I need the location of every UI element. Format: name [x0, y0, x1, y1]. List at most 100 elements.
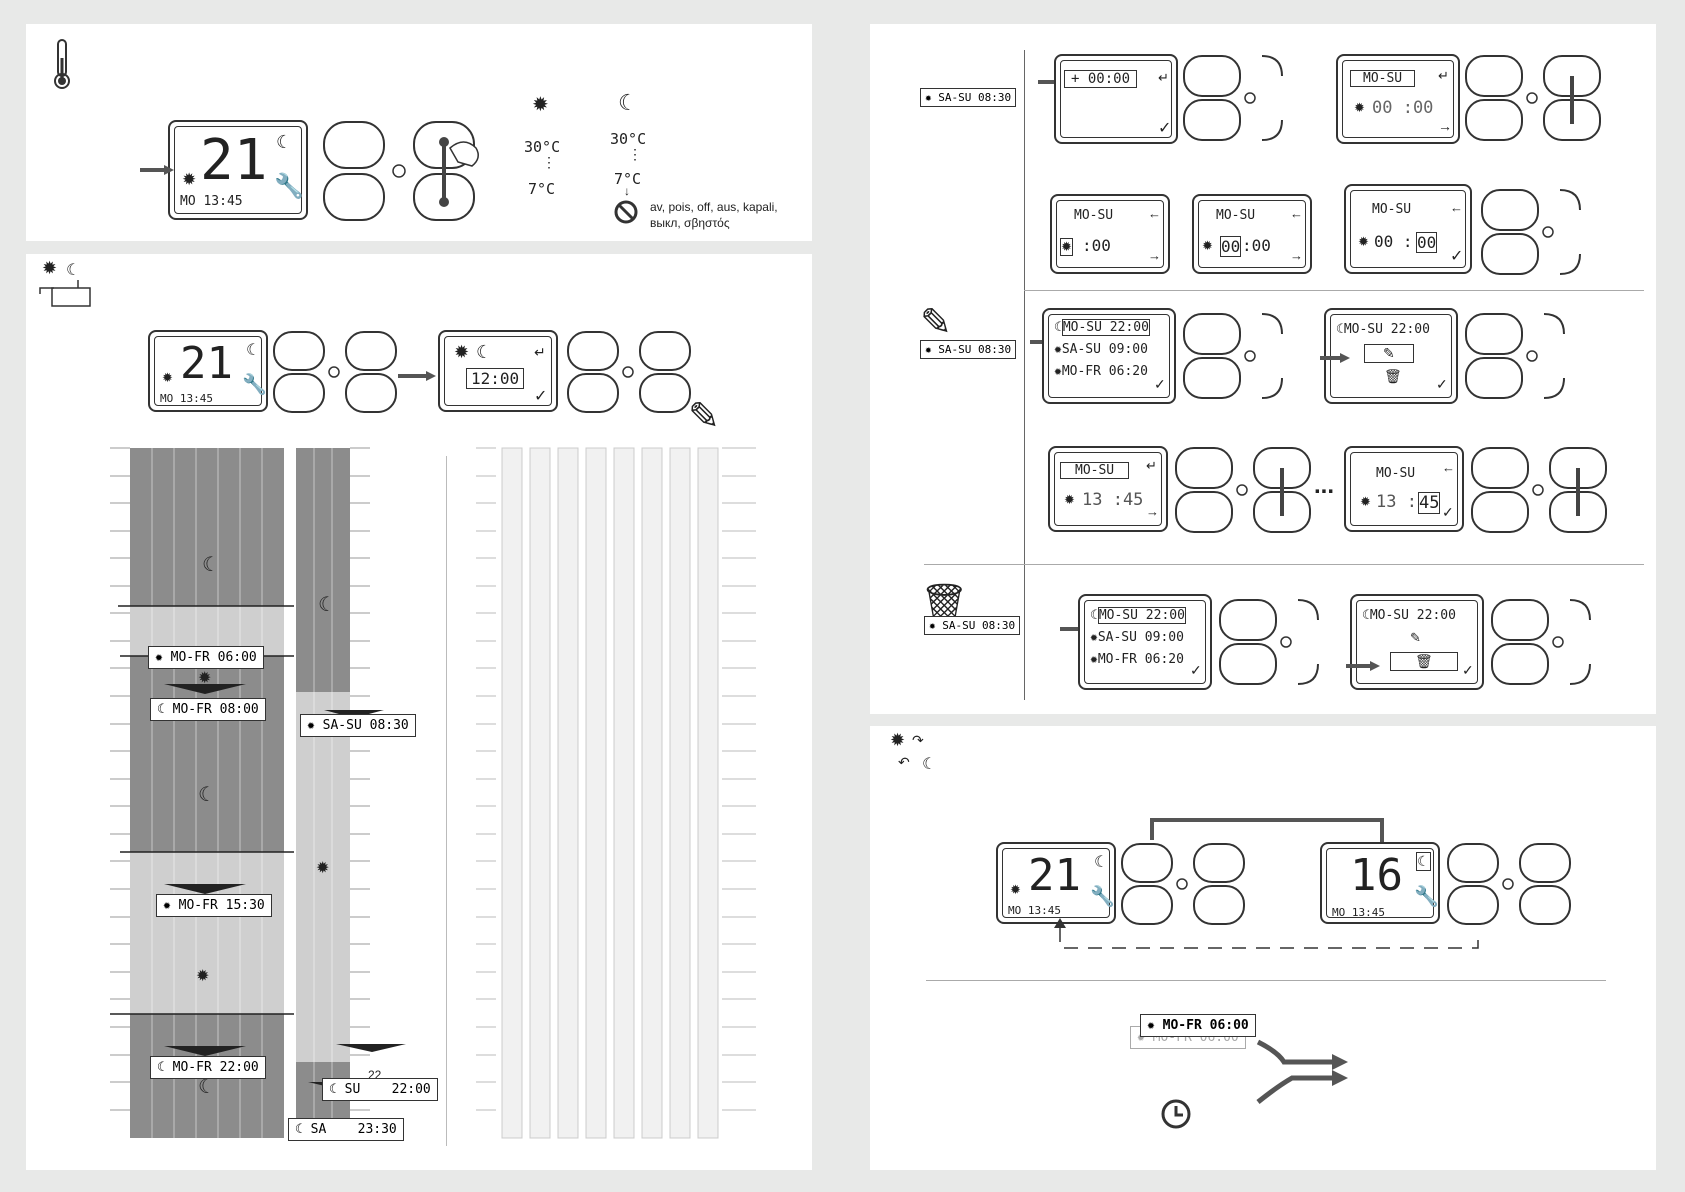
- down-arrow-icon: ↓: [624, 184, 630, 198]
- edit-event-tag: ✹ SA-SU 08:30: [920, 340, 1017, 359]
- sun-icon: ✹: [316, 860, 330, 877]
- moon-icon: ☾: [1090, 608, 1098, 623]
- day-range: MO-SU: [1074, 208, 1114, 223]
- moon-icon: ☾: [198, 784, 216, 806]
- hour-select-display: MO-SU ✹ :00 ← →: [1050, 194, 1170, 274]
- list-item: ✹SA-SU 09:00: [1054, 342, 1148, 357]
- delete-event-tag: ✹ SA-SU 08:30: [924, 616, 1021, 635]
- button-pad[interactable]: [1174, 446, 1314, 536]
- sun-icon: ✹: [182, 170, 197, 189]
- list-item: ✹MO-FR 06:20: [1090, 652, 1184, 667]
- sun-icon: ✹: [925, 343, 939, 356]
- override-panel: ✹ ↷ ↶ ☾ 21 MO 13:45 ✹ ☾ 🔧 16 MO 13:45 ☾ …: [870, 726, 1656, 1170]
- button-pad[interactable]: [566, 330, 696, 414]
- range-dots: ⋮: [628, 146, 642, 162]
- mode-switch-icon: [39, 280, 91, 307]
- event-tag-mofr-1530: ✹ MO-FR 15:30: [156, 894, 272, 917]
- sun-icon: ✹: [1137, 1030, 1153, 1045]
- comfort-min: 7°C: [528, 180, 556, 198]
- day-time: MO 13:45: [1008, 904, 1061, 917]
- temperature-reading: 21: [200, 128, 268, 193]
- sun-icon: ✹: [196, 968, 210, 985]
- button-pad[interactable]: [1464, 312, 1574, 402]
- check-icon: ✓: [1436, 376, 1448, 392]
- sun-icon: ✹: [163, 898, 179, 913]
- program-panel: ✹ ☾ 21 MO 13:45 ✹ ☾ 🔧 ✹ ☾ 12:00 ↵ ✓ ✎: [26, 254, 812, 1170]
- delete-confirm-display: ☾MO-SU 22:00 ✎ 🗑 ✓: [1350, 594, 1484, 690]
- event-tag-mofr-0800: ☾ MO-FR 08:00: [150, 698, 266, 721]
- moon-icon: ☾: [202, 554, 220, 576]
- off-words-line2: выкл, σβηστός: [650, 216, 730, 230]
- button-pad[interactable]: [1490, 598, 1600, 688]
- button-pad[interactable]: [1480, 188, 1590, 278]
- list-item: ☾MO-SU 22:00: [1362, 608, 1456, 623]
- wrench-icon: 🔧: [274, 173, 304, 200]
- edit-panel: ✹ SA-SU 08:30 + 00:00 ↵ ✓ MO-SU ✹ 00 :00…: [870, 24, 1656, 714]
- check-icon: ✓: [1190, 662, 1202, 678]
- button-pad[interactable]: [1182, 312, 1292, 402]
- wrench-icon: 🔧: [242, 374, 267, 396]
- back-icon: ←: [1442, 460, 1455, 475]
- eco-max: 30°C: [610, 130, 647, 148]
- range-dots: ⋮: [542, 154, 556, 170]
- event-tag-mofr-0600: ✹ MO-FR 06:00: [148, 646, 264, 669]
- comfort-sun-icon: ✹: [532, 94, 549, 116]
- back-icon: ←: [1290, 206, 1303, 221]
- list-item: ✹MO-FR 06:20: [1054, 364, 1148, 379]
- pointer-arrow: [1320, 353, 1350, 363]
- button-pad[interactable]: [1120, 842, 1250, 926]
- clock-icon: [1161, 1099, 1191, 1129]
- merge-arrows: [1256, 1039, 1348, 1104]
- button-pad[interactable]: [1218, 598, 1328, 688]
- check-icon: ✓: [534, 388, 548, 405]
- thermometer-icon: [54, 39, 70, 89]
- moon-icon: ☾: [922, 756, 937, 773]
- thermostat-display: 21 MO 13:45 ✹ ☾ 🔧: [148, 330, 268, 412]
- time-value: :00: [1242, 236, 1271, 255]
- moon-icon: ☾: [246, 342, 261, 359]
- day-range: MO-SU: [1060, 462, 1130, 479]
- day-time: MO 13:45: [180, 194, 243, 209]
- minute-box: 45: [1418, 492, 1441, 514]
- moon-icon: ☾: [1094, 854, 1109, 871]
- button-pad[interactable]: [272, 330, 402, 414]
- back-icon: ←: [1450, 200, 1463, 215]
- button-pad[interactable]: [322, 120, 502, 222]
- button-pad[interactable]: [1446, 842, 1576, 926]
- forward-arrow-icon: →: [1146, 504, 1159, 519]
- button-pad[interactable]: [1470, 446, 1610, 536]
- divider: [1024, 290, 1644, 291]
- divider: [1024, 50, 1025, 700]
- time-value: 00 :00: [1372, 98, 1434, 118]
- sun-icon: ✹: [1054, 364, 1062, 379]
- forward-arrow-icon: →: [1438, 118, 1452, 134]
- eco-moon-icon: ☾: [618, 90, 638, 115]
- edit-icon: ✎: [1364, 344, 1414, 363]
- sun-icon: ✹: [929, 619, 943, 632]
- add-time-field: + 00:00: [1064, 70, 1138, 88]
- day-time: MO 13:45: [160, 392, 213, 405]
- check-icon: ✓: [1450, 248, 1464, 265]
- day-range: MO-SU: [1372, 202, 1412, 217]
- event-tag-su-2200: ☾ SU 22:00: [322, 1078, 438, 1101]
- sun-icon: ✹: [162, 370, 173, 385]
- sun-icon: ✹: [1360, 494, 1371, 509]
- sun-icon: ✹: [1010, 882, 1021, 897]
- thermostat-display: 21 MO 13:45 ✹ ☾ 🔧: [996, 842, 1116, 924]
- back-icon: ←: [1148, 206, 1161, 221]
- eco-min: 7°C: [614, 170, 642, 188]
- divider: [446, 456, 447, 1146]
- back-icon: ↵: [534, 344, 546, 360]
- sun-icon: ✹: [1202, 238, 1213, 253]
- moon-icon: ☾: [198, 1076, 216, 1098]
- time-value: 13 :45: [1082, 490, 1144, 510]
- program-list-display: ☾MO-SU 22:00 ✹SA-SU 09:00 ✹MO-FR 06:20 ✓: [1078, 594, 1212, 690]
- hour-select-display: MO-SU ✹ 00 :00 ← →: [1192, 194, 1312, 274]
- divider: [926, 980, 1606, 981]
- moon-icon: ☾: [329, 1082, 345, 1097]
- button-pad[interactable]: [1182, 54, 1292, 144]
- check-icon: ✓: [1154, 376, 1166, 392]
- sun-icon: ✹: [1090, 652, 1098, 667]
- curved-arrow-icon: ↷: [912, 732, 924, 748]
- button-pad[interactable]: [1464, 54, 1604, 144]
